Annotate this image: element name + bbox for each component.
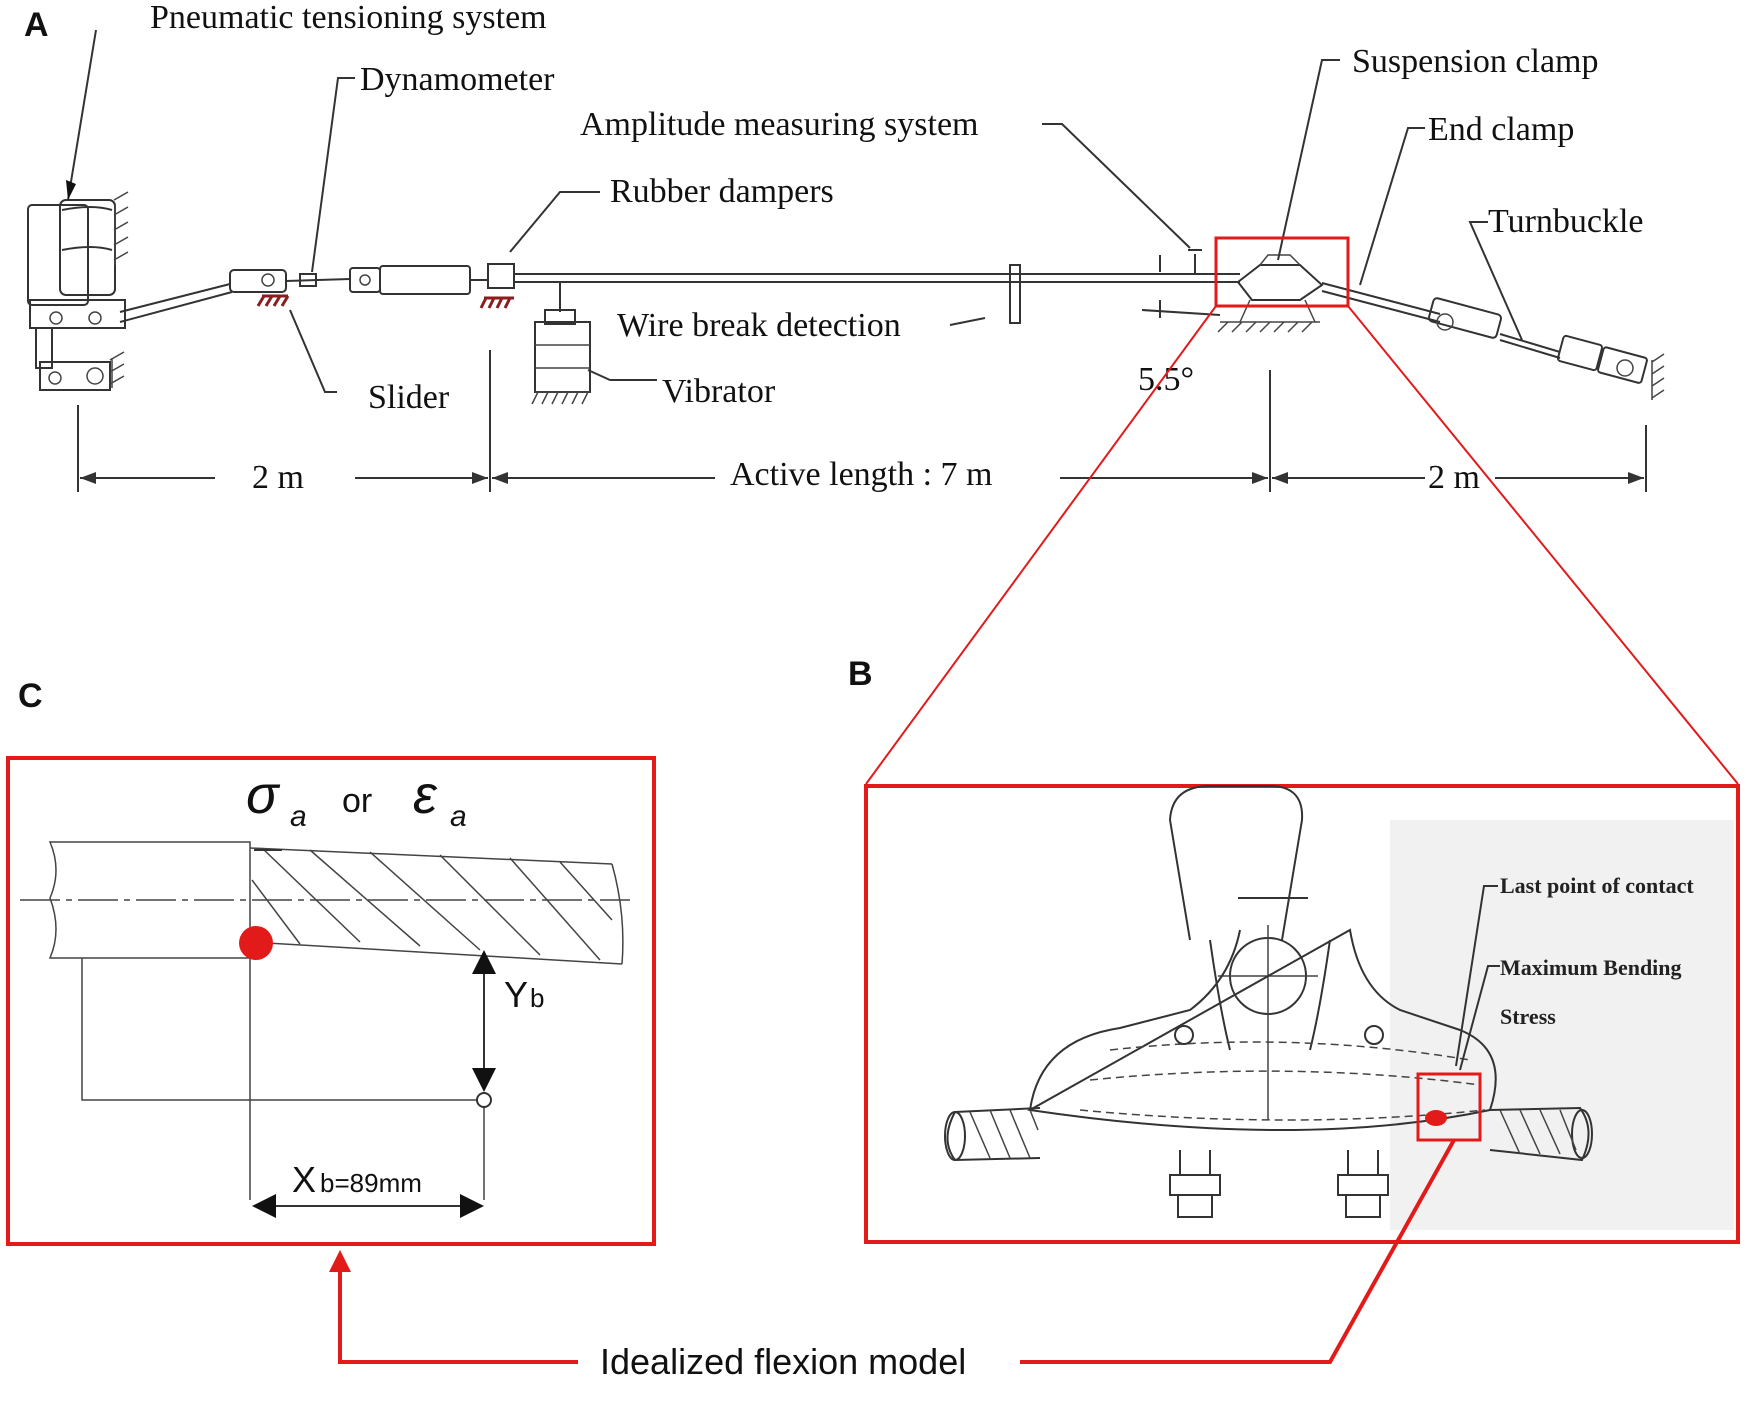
panel-c-frame <box>6 756 656 1246</box>
label-wire-break: Wire break detection <box>617 307 901 344</box>
pneumatic-tensioning-device <box>27 191 129 391</box>
yb-label: Y <box>504 974 528 1015</box>
label-turnbuckle: Turnbuckle <box>1488 203 1644 240</box>
label-dim-left: 2 m <box>252 459 304 496</box>
xb-label: X <box>292 1159 316 1200</box>
epsilon-subscript: a <box>450 800 467 833</box>
label-end-clamp: End clamp <box>1428 111 1574 148</box>
rubber-damper <box>487 263 515 289</box>
dimension-line <box>77 350 1647 492</box>
or-text: or <box>342 782 372 820</box>
label-dim-right: 2 m <box>1428 459 1480 496</box>
label-dim-active: Active length : 7 m <box>730 456 993 493</box>
turnbuckle-body <box>1556 334 1604 372</box>
yb-subscript: b <box>530 983 544 1013</box>
label-max-bending: Maximum Bending <box>1500 955 1682 980</box>
label-amplitude: Amplitude measuring system <box>580 106 979 143</box>
caption-connector <box>329 1139 1456 1364</box>
epsilon-symbol: ε <box>413 765 438 825</box>
conductor-line <box>514 273 1240 283</box>
panel-b-frame <box>864 784 1740 1244</box>
zoom-highlight-box <box>1214 236 1350 308</box>
dynamometer-body <box>299 273 317 287</box>
panel-label-b: B <box>848 655 873 693</box>
label-suspension-clamp: Suspension clamp <box>1352 43 1598 80</box>
label-vibrator: Vibrator <box>662 373 776 410</box>
sigma-subscript: a <box>290 800 307 833</box>
contact-highlight-box <box>1416 1072 1482 1142</box>
suspension-clamp-small <box>1217 254 1324 333</box>
contact-point-dot <box>1425 1110 1447 1126</box>
zoom-lines <box>865 305 1739 785</box>
label-pneumatic: Pneumatic tensioning system <box>150 0 547 36</box>
sigma-symbol: σ <box>246 765 281 825</box>
red-stress-point <box>239 926 273 960</box>
panel-label-c: C <box>18 677 43 715</box>
caption-text: Idealized flexion model <box>600 1341 966 1382</box>
label-dynamometer: Dynamometer <box>360 61 555 98</box>
panel-label-a: A <box>24 6 49 44</box>
flexion-model-drawing <box>20 841 630 1218</box>
xb-subscript: b=89mm <box>320 1168 422 1198</box>
vibrator-device <box>531 282 591 405</box>
slider-block <box>229 269 287 293</box>
label-slider: Slider <box>368 379 450 416</box>
label-last-point: Last point of contact <box>1500 873 1694 898</box>
label-stress: Stress <box>1500 1004 1556 1029</box>
label-angle: 5.5° <box>1138 361 1194 398</box>
wire-break-detector <box>1009 264 1021 324</box>
tension-rod <box>119 283 233 323</box>
slider-ground-hatch <box>256 294 290 307</box>
label-rubber-dampers: Rubber dampers <box>610 173 834 210</box>
